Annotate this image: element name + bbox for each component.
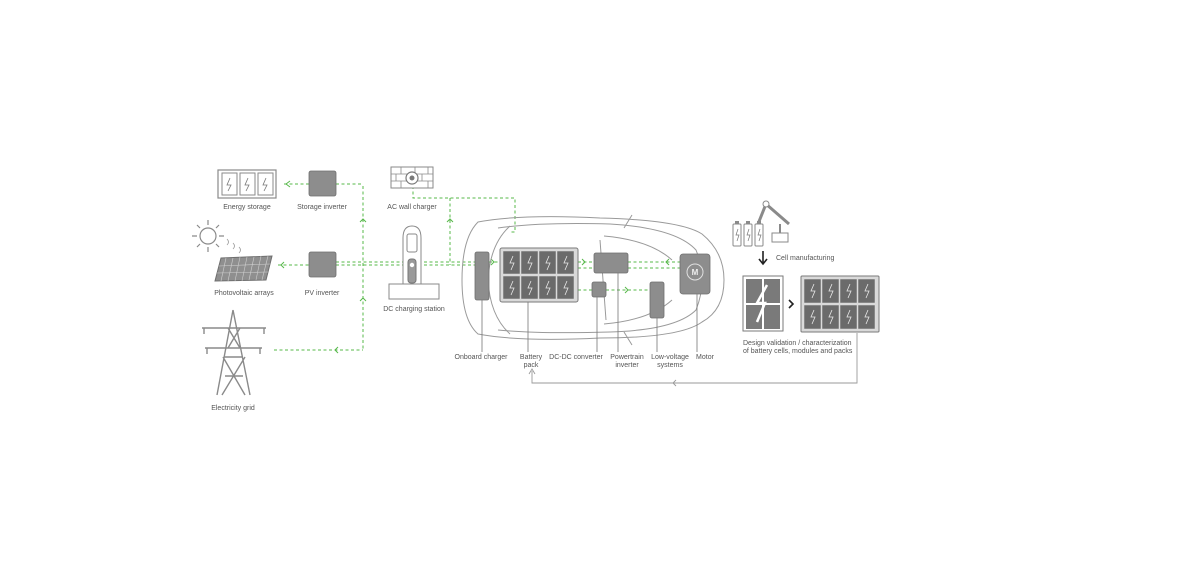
low-voltage-systems-label-2: systems (657, 362, 683, 369)
pv-inverter-label: PV inverter (305, 290, 340, 297)
ac-wall-charger: AC wall charger (387, 166, 437, 211)
storage-inverter-label: Storage inverter (297, 204, 347, 211)
solar-sun-icon (192, 220, 241, 254)
design-validation-label-2: of battery cells, modules and packs (743, 348, 853, 355)
dc-charging-station-label: DC charging station (383, 306, 445, 313)
cell-manufacturing-label: Cell manufacturing (776, 255, 834, 262)
battery-cell-icon (732, 221, 764, 247)
battery-pack: Battery pack (499, 247, 579, 369)
dc-dc-converter-label: DC-DC converter (549, 354, 603, 361)
powertrain-inverter-label-2: inverter (615, 362, 639, 369)
pylon-icon (202, 309, 266, 396)
down-arrow-icon (758, 251, 768, 266)
storage-inverter: Storage inverter (297, 170, 348, 211)
battery-pack-cells (502, 250, 575, 300)
ac-wall-charger-label: AC wall charger (387, 204, 437, 211)
onboard-charger: Onboard charger (455, 251, 509, 361)
energy-storage-label: Energy storage (223, 204, 271, 211)
dc-charging-station: DC charging station (383, 225, 445, 313)
battery-module (742, 275, 784, 332)
motor: M Motor (679, 253, 715, 361)
powertrain-inverter: Powertrain inverter (593, 252, 644, 369)
photovoltaic-arrays-label: Photovoltaic arrays (214, 290, 274, 297)
motor-label: Motor (696, 354, 715, 361)
car-outline (461, 214, 725, 346)
onboard-charger-label: Onboard charger (455, 354, 509, 361)
pv-inverter: PV inverter (305, 251, 340, 297)
low-voltage-systems-label-1: Low-voltage (651, 354, 689, 361)
electricity-grid-label: Electricity grid (211, 405, 255, 412)
battery-pack-large (800, 275, 880, 333)
battery-pack-label-2: pack (524, 362, 539, 369)
low-voltage-systems: Low-voltage systems (649, 281, 689, 369)
chevron-right-icon (788, 299, 795, 309)
feedback-return-line (528, 333, 858, 387)
powertrain-inverter-label-1: Powertrain (610, 354, 644, 361)
design-validation-label-1: Design validation / characterization (743, 340, 852, 347)
photovoltaic-arrays: Photovoltaic arrays (214, 255, 274, 297)
energy-storage: Energy storage (217, 169, 277, 211)
motor-symbol: M (692, 268, 699, 277)
dc-dc-converter: DC-DC converter (549, 281, 607, 361)
battery-pack-label-1: Battery (520, 354, 543, 361)
robot-arm-icon (756, 200, 790, 243)
